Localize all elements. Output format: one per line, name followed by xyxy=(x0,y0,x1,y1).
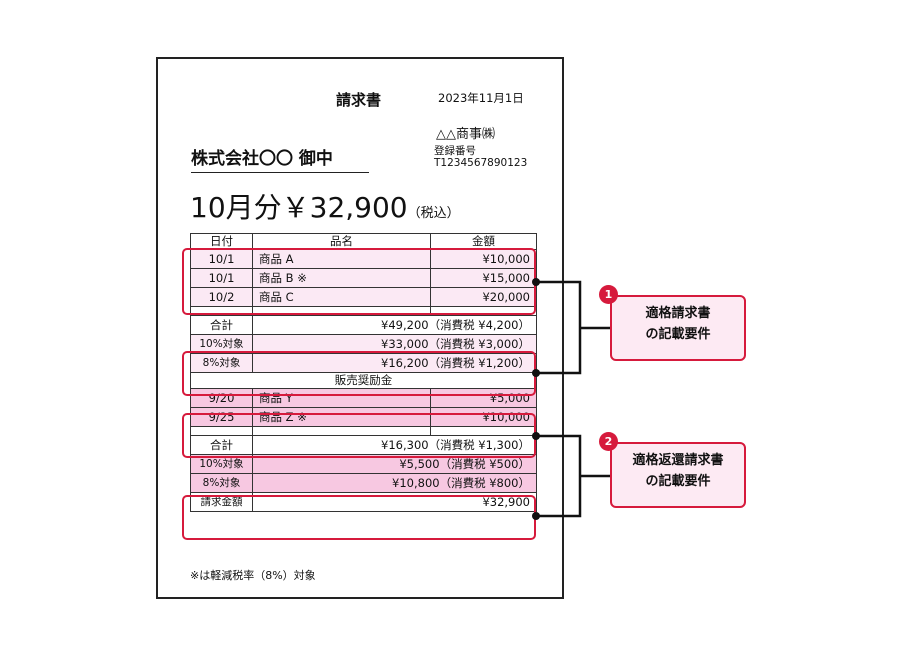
rebate-header-row: 販売奨励金 xyxy=(190,372,537,389)
rebate-tax-8-row: 8%対象 ¥10,800（消費税 ¥800） xyxy=(190,473,537,493)
tax-10-value: ¥33,000（消費税 ¥3,000） xyxy=(252,334,537,354)
callout-2-number-badge: 2 xyxy=(599,432,618,451)
tax-8-value: ¥16,200（消費税 ¥1,200） xyxy=(252,353,537,373)
rebate-subtotal-label: 合計 xyxy=(190,435,253,455)
bracket-1-dot-top xyxy=(532,278,540,286)
subtotal-row: 合計 ¥49,200（消費税 ¥4,200） xyxy=(190,315,537,335)
bracket-1-dot-bottom xyxy=(532,369,540,377)
bracket-2-dot-top xyxy=(532,432,540,440)
callout-invoice-requirements: 適格請求書 の記載要件 xyxy=(610,295,746,361)
amount-main: 10月分￥32,900 xyxy=(190,191,408,224)
item-date: 10/1 xyxy=(190,268,253,288)
total-row: 請求金額 ¥32,900 xyxy=(190,492,537,512)
item-date: 10/1 xyxy=(190,249,253,269)
bracket-2-dot-bottom xyxy=(532,512,540,520)
registration-label: 登録番号 xyxy=(434,145,476,157)
amount-tax-note: （税込） xyxy=(407,206,460,221)
tax-8-row: 8%対象 ¥16,200（消費税 ¥1,200） xyxy=(190,353,537,373)
subtotal-value: ¥49,200（消費税 ¥4,200） xyxy=(252,315,537,335)
callout-1-number-badge: 1 xyxy=(599,285,618,304)
rebate-tax-10-row: 10%対象 ¥5,500（消費税 ¥500） xyxy=(190,454,537,474)
bracket-2 xyxy=(536,434,582,518)
invoice-title: 請求書 xyxy=(336,91,382,109)
callout-2-line1: 適格返還請求書 xyxy=(632,453,724,468)
invoice-table: 日付 品名 金額 10/1 商品 A ¥10,000 10/1 商品 B ※ ¥… xyxy=(190,233,537,512)
registration-number: T1234567890123 xyxy=(434,157,528,169)
bracket-1 xyxy=(536,280,582,375)
total-label: 請求金額 xyxy=(190,492,253,512)
client-name: 株式会社〇〇 御中 xyxy=(191,149,333,169)
tax-10-row: 10%対象 ¥33,000（消費税 ¥3,000） xyxy=(190,334,537,354)
table-header-row: 日付 品名 金額 xyxy=(190,233,537,250)
item-name: 商品 B ※ xyxy=(252,268,431,288)
callout-1-line1: 適格請求書 xyxy=(645,306,711,321)
total-amount-heading: 10月分￥32,900（税込） xyxy=(190,186,460,226)
callout-return-invoice-requirements: 適格返還請求書 の記載要件 xyxy=(610,442,746,508)
rebate-tax-10-value: ¥5,500（消費税 ¥500） xyxy=(252,454,537,474)
table-row: 10/2 商品 C ¥20,000 xyxy=(190,287,537,307)
invoice-date: 2023年11月1日 xyxy=(438,91,524,105)
rebate-tax-10-label: 10%対象 xyxy=(190,454,253,474)
table-row: 10/1 商品 B ※ ¥15,000 xyxy=(190,268,537,288)
rebate-subtotal-row: 合計 ¥16,300（消費税 ¥1,300） xyxy=(190,435,537,455)
tax-10-label: 10%対象 xyxy=(190,334,253,354)
total-value: ¥32,900 xyxy=(252,492,537,512)
client-underline xyxy=(191,172,369,173)
invoice-document: 請求書 2023年11月1日 株式会社〇〇 御中 △△商事㈱ 登録番号 T123… xyxy=(156,57,564,599)
reduced-tax-note: ※は軽減税率（8%）対象 xyxy=(190,569,316,582)
item-amount: ¥15,000 xyxy=(430,268,537,288)
callout-1-line2: の記載要件 xyxy=(645,327,711,342)
callout-2-line2: の記載要件 xyxy=(645,474,711,489)
issuer-name: △△商事㈱ xyxy=(436,127,495,142)
